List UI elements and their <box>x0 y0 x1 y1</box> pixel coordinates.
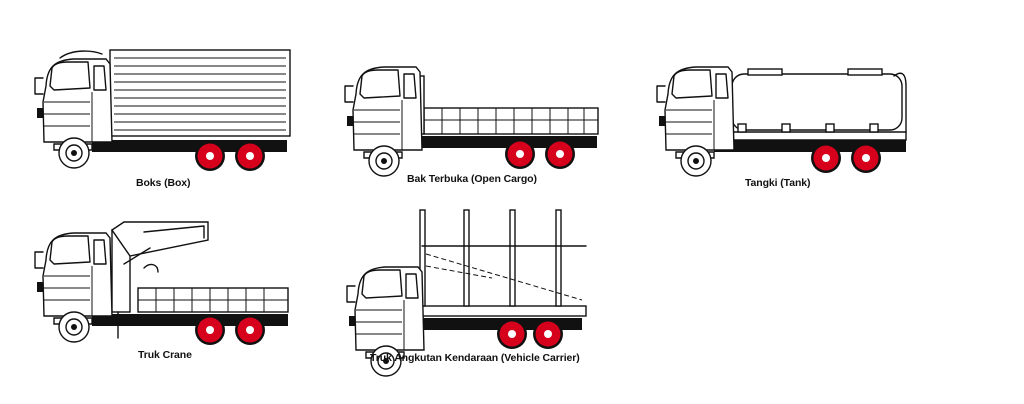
truck-vehicle-carrier <box>342 208 604 377</box>
truck-vehicle-carrier-illustration <box>346 209 587 377</box>
truck-open-cargo-illustration <box>344 66 599 177</box>
truck-tank-illustration <box>656 66 907 177</box>
caption-vehicle-carrier: Truk Angkutan Kendaraan (Vehicle Carrier… <box>370 352 580 364</box>
truck-box <box>32 44 294 174</box>
caption-box: Boks (Box) <box>136 177 191 189</box>
caption-tank: Tangki (Tank) <box>745 177 811 189</box>
truck-crane <box>32 218 294 346</box>
caption-open-cargo: Bak Terbuka (Open Cargo) <box>407 173 537 185</box>
truck-box-illustration <box>34 49 291 171</box>
truck-open-cargo <box>342 66 604 177</box>
truck-tank <box>654 66 916 177</box>
caption-crane: Truk Crane <box>138 349 192 361</box>
truck-crane-illustration <box>34 221 289 345</box>
